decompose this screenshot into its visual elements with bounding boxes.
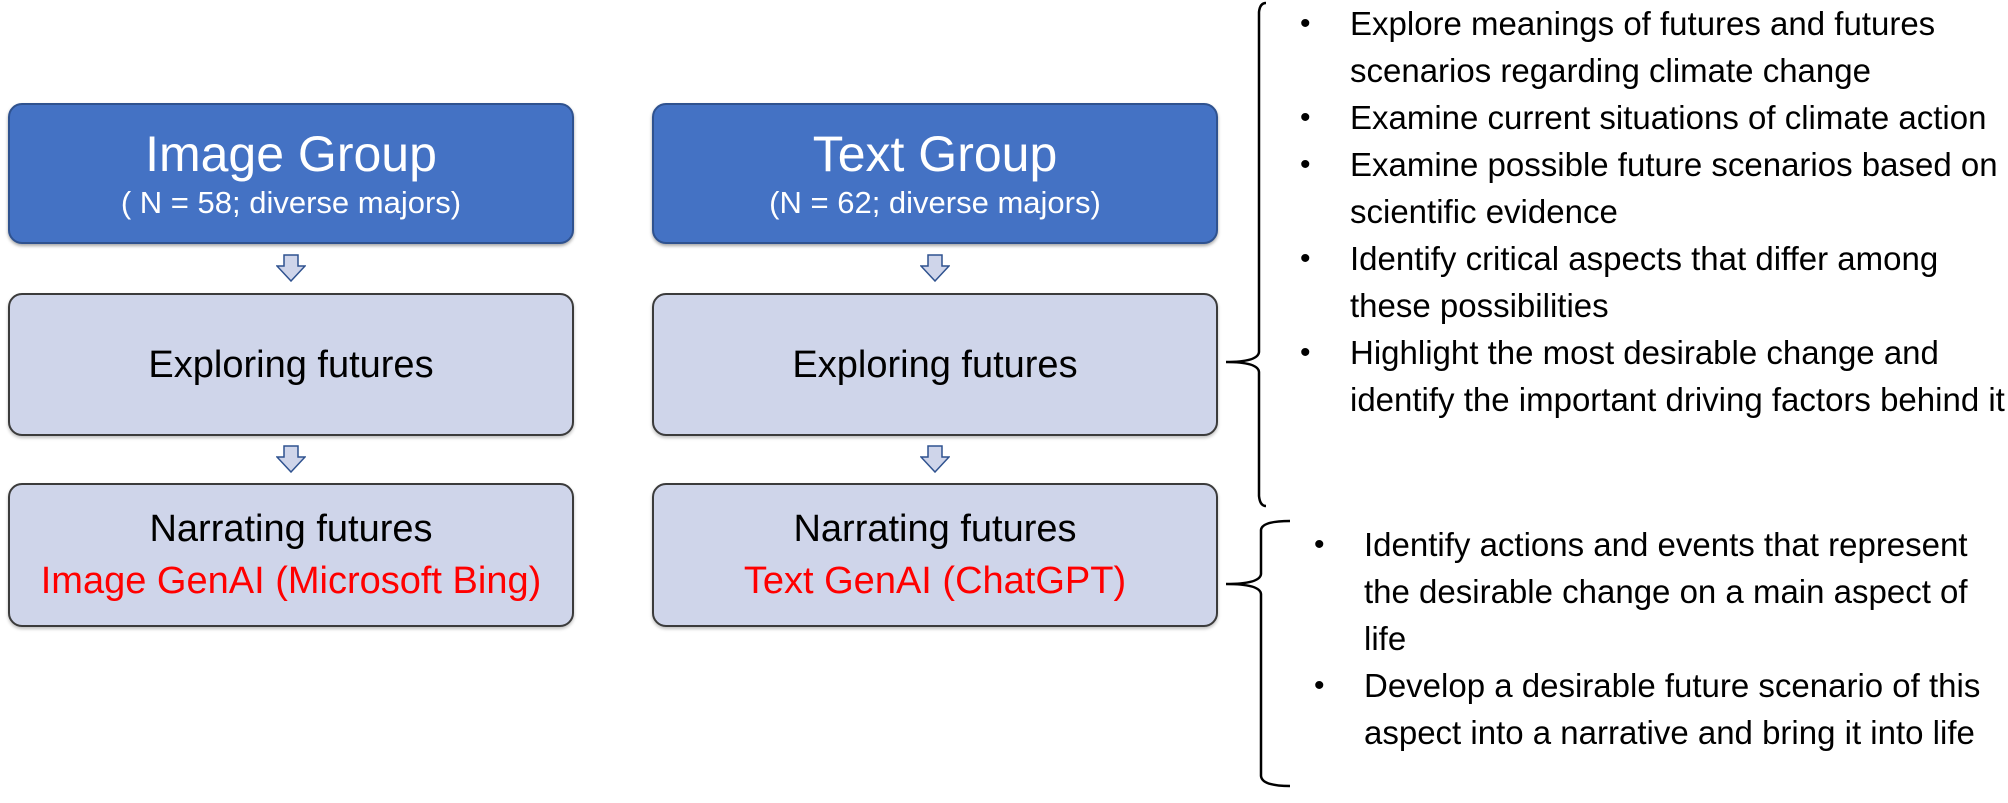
list-item-text: Identify actions and events that represe… xyxy=(1364,526,1968,657)
list-item-text: Explore meanings of futures and futures … xyxy=(1350,5,1936,89)
text-group-exploring-box: Exploring futures xyxy=(652,293,1218,436)
text-group-exploring-label: Exploring futures xyxy=(792,343,1078,386)
text-group-title: Text Group xyxy=(812,125,1058,182)
list-item: • Develop a desirable future scenario of… xyxy=(1314,667,1981,751)
text-group-narrating-box: Narrating futures Text GenAI (ChatGPT) xyxy=(652,483,1218,627)
narrating-brace xyxy=(1225,519,1291,788)
text-group-narrating-label: Narrating futures xyxy=(793,508,1077,550)
image-group-arrow-down-icon-2 xyxy=(276,445,306,473)
list-item-text: Examine possible future scenarios based … xyxy=(1350,146,1998,230)
list-item: • Examine current situations of climate … xyxy=(1300,99,1987,136)
narrating-activities-list: • Identify actions and events that repre… xyxy=(1312,521,2008,756)
image-group-arrow-down-icon xyxy=(276,254,306,282)
list-item-text: Highlight the most desirable change and … xyxy=(1350,334,2005,418)
image-group-subtitle: ( N = 58; diverse majors) xyxy=(120,184,462,220)
image-group-narrating-tool: Image GenAI (Microsoft Bing) xyxy=(40,560,542,602)
list-item: • Highlight the most desirable change an… xyxy=(1300,334,2005,418)
list-item: • Identify actions and events that repre… xyxy=(1314,526,1968,657)
text-group-arrow-down-icon xyxy=(920,254,950,282)
image-group-narrating-label: Narrating futures xyxy=(149,508,433,550)
image-group-title: Image Group xyxy=(145,125,437,182)
image-group-header: Image Group ( N = 58; diverse majors) xyxy=(8,103,574,244)
list-item: • Identify critical aspects that differ … xyxy=(1300,240,1939,324)
list-item: • Explore meanings of futures and future… xyxy=(1300,5,1936,89)
exploring-brace xyxy=(1225,1,1267,508)
text-group-header: Text Group (N = 62; diverse majors) xyxy=(652,103,1218,244)
list-item-text: Develop a desirable future scenario of t… xyxy=(1364,667,1981,751)
list-item-text: Identify critical aspects that differ am… xyxy=(1350,240,1939,324)
text-group-subtitle: (N = 62; diverse majors) xyxy=(769,184,1101,220)
list-item: • Examine possible future scenarios base… xyxy=(1300,146,1998,230)
text-group-narrating-tool: Text GenAI (ChatGPT) xyxy=(743,560,1127,602)
text-group-arrow-down-icon-2 xyxy=(920,445,950,473)
image-group-exploring-label: Exploring futures xyxy=(148,343,434,386)
list-item-text: Examine current situations of climate ac… xyxy=(1350,99,1987,136)
exploring-activities-list: • Explore meanings of futures and future… xyxy=(1300,0,2008,423)
image-group-exploring-box: Exploring futures xyxy=(8,293,574,436)
image-group-narrating-box: Narrating futures Image GenAI (Microsoft… xyxy=(8,483,574,627)
